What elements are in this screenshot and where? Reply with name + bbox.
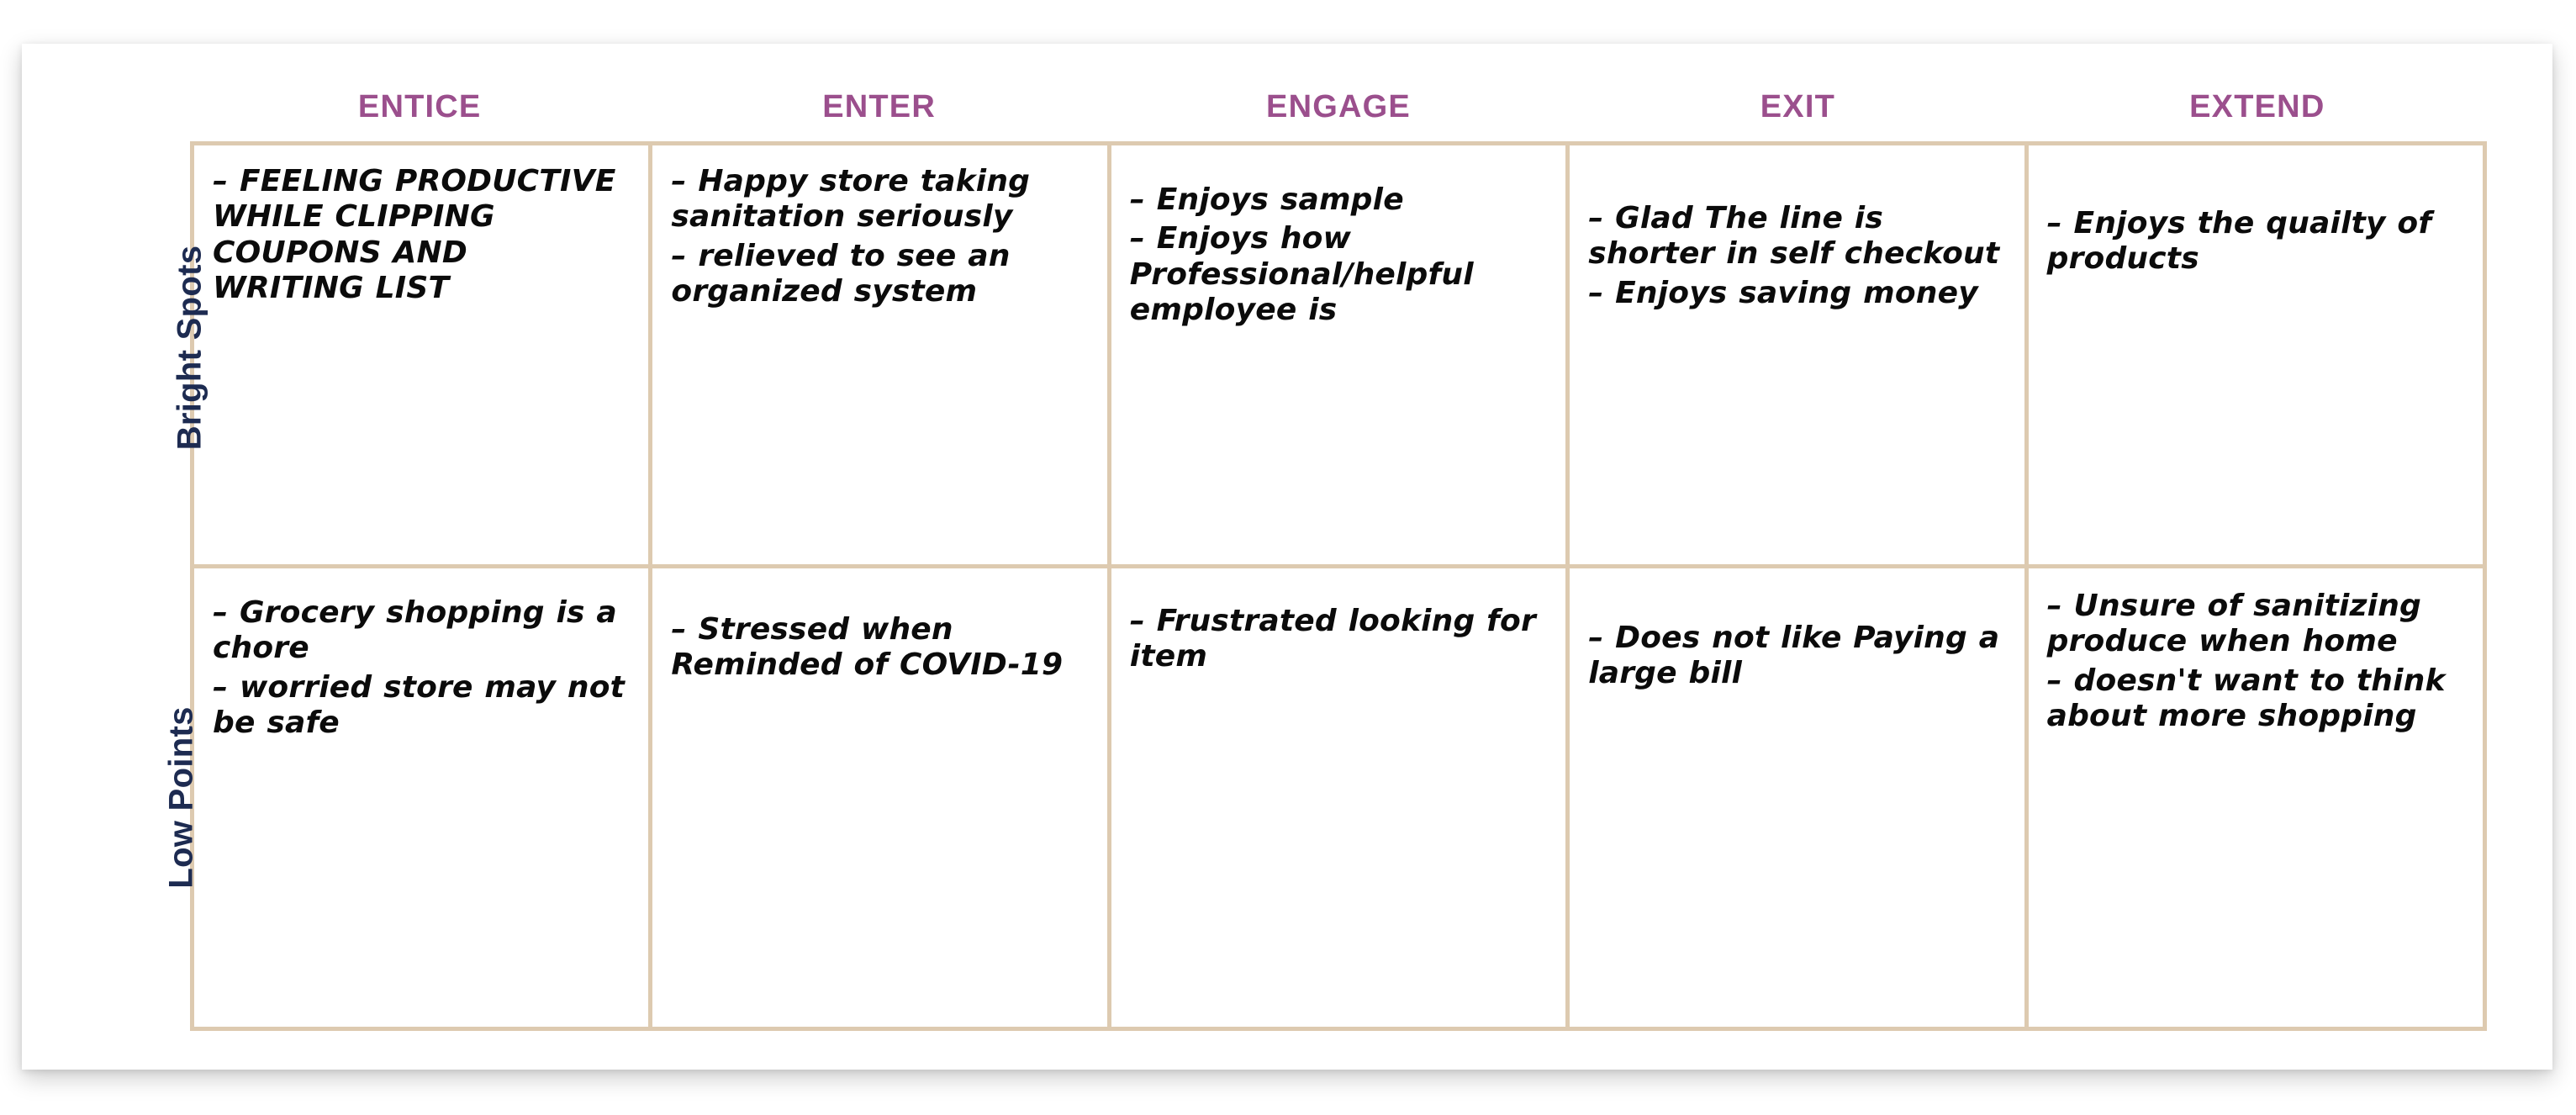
- cell-low-engage: Frustrated looking for item: [1111, 568, 1570, 1031]
- note-list: Does not like Paying a large bill: [1588, 621, 2005, 692]
- note-item: Enjoys sample: [1130, 182, 1547, 218]
- note-list: Enjoys sample Enjoys how Professional/he…: [1130, 182, 1547, 329]
- journey-matrix: ENTICE ENTER ENGAGE EXIT EXTEND Bright S…: [87, 77, 2487, 1031]
- note-item: relieved to see an organized system: [671, 239, 1088, 310]
- note-item: Grocery shopping is a chore: [213, 595, 630, 667]
- note-item: Enjoys saving money: [1588, 276, 2005, 311]
- note-list: Happy store taking sanitation seriously …: [671, 164, 1088, 310]
- corner-spacer: [87, 77, 190, 141]
- cell-bright-enter: Happy store taking sanitation seriously …: [652, 145, 1111, 568]
- row-label-cell-bright-spots: Bright Spots: [87, 141, 293, 564]
- note-item: Glad The line is shorter in self checkou…: [1588, 201, 2005, 272]
- note-list: Stressed when Reminded of COVID-19: [671, 612, 1088, 684]
- note-item: worried store may not be safe: [213, 670, 630, 742]
- note-item: Stressed when Reminded of COVID-19: [671, 612, 1088, 684]
- row-label-bright-spots: Bright Spots: [171, 245, 209, 451]
- note-item: Enjoys how Professional/helpful employee…: [1130, 221, 1547, 328]
- cell-low-extend: Unsure of sanitizing produce when home d…: [2028, 568, 2487, 1031]
- column-header-enter: ENTER: [822, 89, 936, 124]
- note-item: doesn't want to think about more shoppin…: [2047, 663, 2464, 735]
- note-item: Happy store taking sanitation seriously: [671, 164, 1088, 235]
- column-header-row: ENTICE ENTER ENGAGE EXIT EXTEND: [190, 77, 2487, 141]
- note-list: Enjoys the quailty of products: [2047, 206, 2464, 277]
- cell-bright-extend: Enjoys the quailty of products: [2028, 145, 2487, 568]
- note-item: FEELING PRODUCTIVE WHILE CLIPPING COUPON…: [213, 164, 630, 307]
- column-header-entice: ENTICE: [357, 89, 482, 124]
- cell-low-enter: Stressed when Reminded of COVID-19: [652, 568, 1111, 1031]
- note-list: Frustrated looking for item: [1130, 604, 1547, 675]
- column-header-exit: EXIT: [1760, 89, 1836, 124]
- row-label-column: Bright Spots Low Points: [87, 141, 208, 1031]
- note-item: Does not like Paying a large bill: [1588, 621, 2005, 692]
- cell-low-exit: Does not like Paying a large bill: [1570, 568, 2029, 1031]
- note-item: Unsure of sanitizing produce when home: [2047, 589, 2464, 660]
- note-list: Glad The line is shorter in self checkou…: [1588, 201, 2005, 311]
- matrix-table: FEELING PRODUCTIVE WHILE CLIPPING COUPON…: [190, 141, 2487, 1031]
- note-list: FEELING PRODUCTIVE WHILE CLIPPING COUPON…: [213, 164, 630, 307]
- column-header-engage: ENGAGE: [1266, 89, 1411, 124]
- column-header-extend: EXTEND: [2189, 89, 2325, 124]
- note-list: Grocery shopping is a chore worried stor…: [213, 595, 630, 742]
- matrix-card: ENTICE ENTER ENGAGE EXIT EXTEND Bright S…: [22, 44, 2552, 1070]
- note-item: Enjoys the quailty of products: [2047, 206, 2464, 277]
- cell-bright-exit: Glad The line is shorter in self checkou…: [1570, 145, 2029, 568]
- note-item: Frustrated looking for item: [1130, 604, 1547, 675]
- cell-bright-engage: Enjoys sample Enjoys how Professional/he…: [1111, 145, 1570, 568]
- note-list: Unsure of sanitizing produce when home d…: [2047, 589, 2464, 735]
- row-label-cell-low-points: Low Points: [87, 564, 293, 1031]
- cell-bright-entice: FEELING PRODUCTIVE WHILE CLIPPING COUPON…: [194, 145, 653, 568]
- cell-low-entice: Grocery shopping is a chore worried stor…: [194, 568, 653, 1031]
- row-label-low-points: Low Points: [162, 706, 200, 889]
